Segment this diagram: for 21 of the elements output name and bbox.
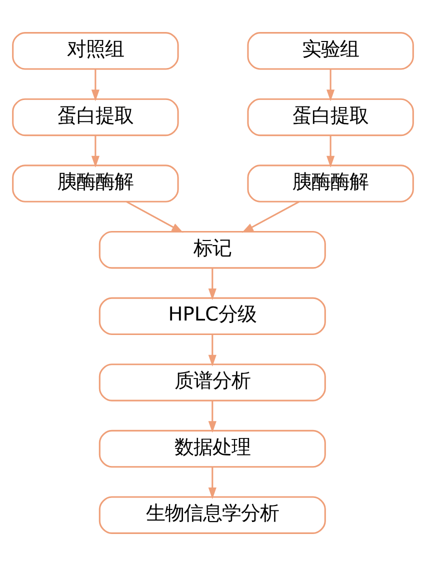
arrow [126,201,184,233]
arrow [208,400,216,433]
arrow [326,69,335,102]
node-box: 蛋白提取 [12,98,179,136]
node-box: HPLC分级 [98,297,326,336]
arrow [208,268,216,300]
arrow [91,69,100,102]
node-box: 标记 [98,230,326,269]
arrow [242,201,300,233]
node-box: 实验组 [247,32,414,70]
arrow [208,334,216,366]
node-box: 胰酶酶解 [12,164,179,202]
node-box: 生物信息学分析 [98,496,326,534]
node-box: 胰酶酶解 [247,164,414,202]
node-box: 数据处理 [98,430,326,468]
node-box: 质谱分析 [98,364,326,402]
arrow [91,136,100,168]
arrow [326,136,335,168]
node-box: 蛋白提取 [247,98,414,136]
node-box: 对照组 [12,32,179,70]
arrow [208,467,216,500]
